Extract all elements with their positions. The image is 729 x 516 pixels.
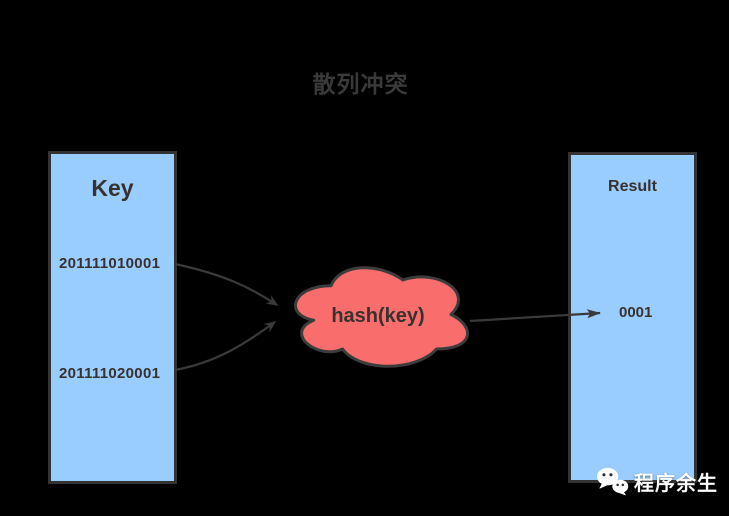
hash-cloud-label: hash(key) [331,305,425,327]
key-box-label: Key [91,175,134,201]
key-value-1: 201111010001 [59,255,161,272]
key-box: Key 201111010001 201111020001 [48,151,177,484]
arrow-key2-to-hash [174,321,277,372]
key-value-2: 201111020001 [59,365,161,382]
arrow-key1-to-hash [174,262,279,306]
result-value: 0001 [619,304,653,321]
result-box-label: Result [608,178,657,195]
cloud-shape [294,266,469,368]
result-box: Result 0001 [568,152,697,483]
watermark-text: 程序余生 [634,472,718,495]
hash-cloud [294,266,469,368]
diagram-title: 散列冲突 [312,71,409,97]
wechat-icon [596,466,629,496]
arrow-hash-to-result [469,309,601,323]
watermark: 程序余生 [596,466,718,496]
